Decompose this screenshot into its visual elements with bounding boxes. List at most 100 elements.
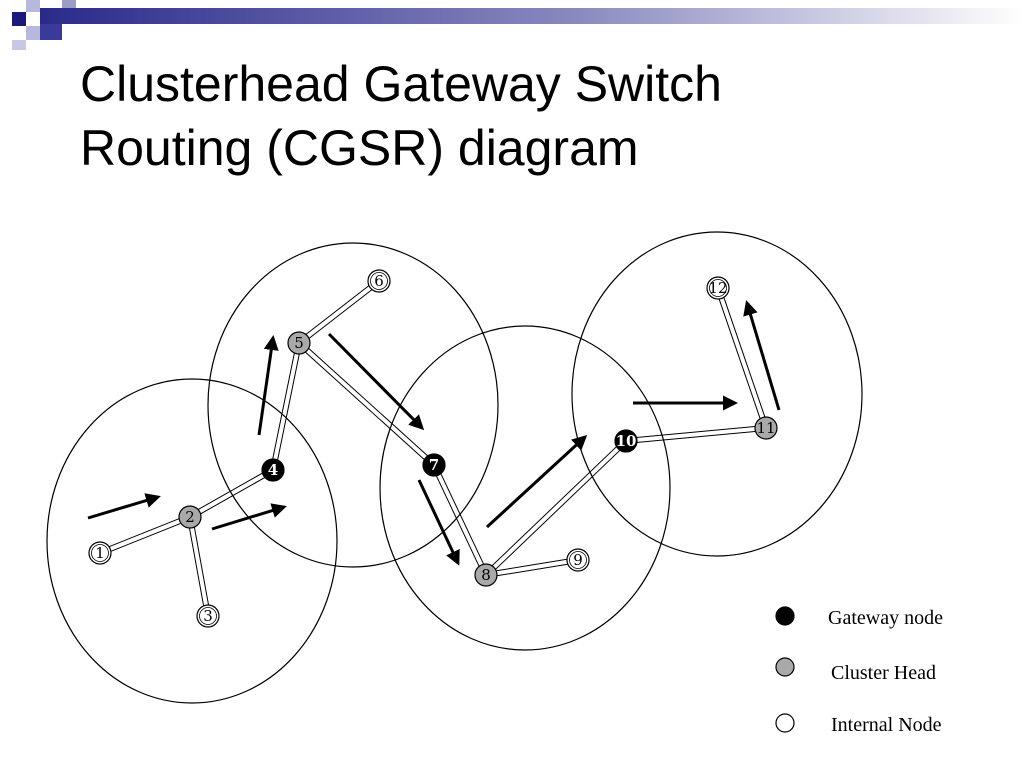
link-line: [300, 340, 437, 464]
node-inner-ring: [569, 551, 587, 569]
link-line: [300, 282, 381, 346]
legend-internal-marker: [775, 713, 795, 733]
link-2-3: [187, 516, 211, 617]
internal-node-marker: [367, 269, 391, 293]
node-label: 6: [374, 272, 384, 290]
link-line: [485, 557, 578, 574]
link-line: [487, 442, 629, 578]
title-line-2: Routing (CGSR) diagram: [80, 120, 639, 176]
deco-square: [62, 0, 76, 8]
link-1-2: [98, 514, 192, 556]
link-line: [486, 561, 579, 578]
node-label: 7: [429, 456, 439, 474]
cluster-head-node-marker: [178, 505, 202, 529]
internal-node-marker: [88, 541, 112, 565]
deco-square: [26, 26, 40, 40]
cluster-4-boundary: [571, 231, 863, 557]
cluster-3-boundary: [379, 325, 671, 651]
link-4-5: [270, 342, 302, 471]
node-label: 3: [203, 607, 213, 625]
node-11: 11: [754, 416, 778, 440]
link-line: [270, 342, 298, 470]
node-label: 9: [573, 551, 583, 569]
link-10-11: [625, 425, 767, 444]
deco-square: [12, 40, 26, 50]
link-line: [483, 438, 625, 574]
route-arrow: [743, 300, 781, 411]
internal-node-marker: [566, 548, 590, 572]
node-5: 5: [287, 331, 311, 355]
deco-bar: [40, 8, 1024, 24]
cluster-head-node-marker: [754, 416, 778, 440]
link-line: [100, 518, 192, 556]
link-line: [625, 425, 766, 440]
legend-gateway-marker: [775, 606, 795, 626]
page-title: Clusterhead Gateway Switch Routing (CGSR…: [80, 52, 722, 180]
node-4: 4: [261, 458, 285, 482]
route-arrow: [211, 503, 287, 531]
cluster-2-boundary: [207, 242, 499, 568]
route-arrow: [485, 434, 588, 529]
link-5-6: [297, 278, 381, 346]
link-line: [191, 516, 211, 616]
link-8-9: [485, 557, 579, 578]
link-line: [715, 288, 765, 429]
node-inner-ring: [370, 272, 388, 290]
link-line: [431, 465, 485, 577]
links: [98, 278, 769, 617]
route-arrow: [417, 479, 460, 566]
legend: Gateway node Cluster Head Internal Node: [775, 606, 943, 736]
node-7: 7: [422, 453, 446, 477]
gateway-node-marker: [261, 458, 285, 482]
node-label: 11: [756, 419, 775, 437]
legend-cluster-head-label: Cluster Head: [831, 662, 936, 684]
legend-cluster-head-marker: [775, 657, 795, 677]
deco-square: [26, 0, 40, 12]
gateway-node-marker: [422, 453, 446, 477]
node-label: 2: [185, 508, 195, 526]
node-8: 8: [474, 563, 498, 587]
link-line: [435, 463, 489, 575]
title-line-1: Clusterhead Gateway Switch: [80, 56, 722, 112]
deco-square: [12, 12, 26, 26]
deco-square: [0, 0, 12, 12]
node-inner-ring: [709, 279, 727, 297]
link-line: [187, 517, 207, 617]
legend-internal-label: Internal Node: [831, 714, 942, 736]
link-line: [98, 514, 190, 552]
node-12: 12: [706, 276, 730, 300]
link-2-4: [188, 467, 275, 520]
internal-node-marker: [196, 604, 220, 628]
link-11-12: [715, 287, 769, 429]
node-6: 6: [367, 269, 391, 293]
link-line: [297, 278, 378, 342]
routing-arrows: [87, 300, 781, 566]
corner-decoration: [0, 0, 1024, 50]
route-arrow: [327, 332, 425, 431]
route-arrow: [87, 493, 161, 520]
node-label: 5: [294, 334, 304, 352]
deco-square: [40, 24, 62, 40]
link-line: [274, 343, 302, 471]
node-inner-ring: [199, 607, 217, 625]
cluster-head-node-marker: [474, 563, 498, 587]
link-line: [296, 344, 433, 468]
cluster-boundaries: [46, 231, 863, 704]
node-10: 10: [614, 429, 638, 453]
route-arrow: [257, 335, 279, 436]
node-label: 4: [268, 461, 278, 479]
node-label: 1: [95, 544, 105, 562]
node-3: 3: [196, 604, 220, 628]
node-label: 12: [708, 279, 727, 297]
link-line: [626, 429, 767, 444]
link-line: [188, 467, 273, 516]
link-line: [190, 471, 275, 520]
gateway-node-marker: [614, 429, 638, 453]
legend-gateway-label: Gateway node: [828, 607, 943, 629]
node-9: 9: [566, 548, 590, 572]
link-7-8: [431, 463, 489, 577]
link-8-10: [483, 438, 629, 578]
